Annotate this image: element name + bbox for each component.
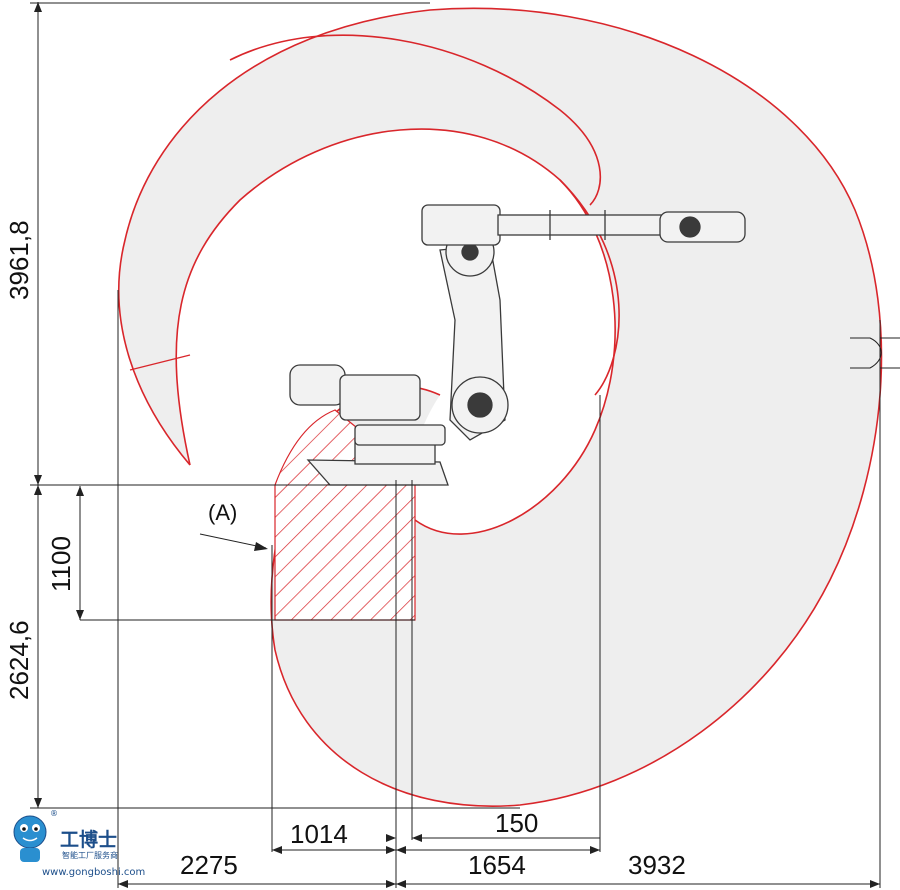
dim-label-1014: 1014 — [290, 819, 348, 849]
area-label-a: (A) — [208, 500, 237, 525]
robot-motor-pack — [289, 364, 346, 406]
envelope-left-chord — [129, 354, 191, 371]
dim-label-150: 150 — [495, 808, 538, 838]
robot-motor-pack-2 — [339, 374, 421, 421]
dim-label-3961-8: 3961,8 — [4, 220, 34, 300]
watermark: ® 工博士 智能工厂服务商 www.gongboshi.com — [13, 809, 145, 878]
dim-label-2275: 2275 — [180, 850, 238, 880]
watermark-brand: 工博士 — [60, 828, 117, 851]
dim-label-3932: 3932 — [628, 850, 686, 880]
robot-drawing — [289, 204, 746, 486]
robot-upper-arm-housing — [421, 204, 501, 246]
dim-label-1654: 1654 — [468, 850, 526, 880]
watermark-registered: ® — [50, 809, 58, 818]
envelope-outer-curve — [118, 7, 883, 807]
dim-label-1100: 1100 — [46, 536, 76, 592]
watermark-url: www.gongboshi.com — [42, 867, 145, 878]
robot-shoulder-joint-inner — [467, 392, 493, 418]
robot-elbow-joint-inner — [461, 243, 479, 261]
leader-line-a — [199, 533, 267, 549]
robot-wrist — [659, 211, 746, 243]
dimension-lines — [30, 2, 900, 888]
watermark-subtitle: 智能工厂服务商 — [62, 850, 118, 860]
watermark-mascot-icon — [13, 815, 47, 862]
dim-label-2624-6: 2624,6 — [4, 620, 34, 700]
envelope-inner-curve — [175, 128, 616, 535]
robot-upper-arm — [497, 214, 664, 236]
robot-wrist-joint — [679, 216, 701, 238]
dimension-arrowheads — [34, 2, 880, 888]
envelope-upper-arc — [229, 34, 602, 206]
tool-flange-symbol — [850, 337, 900, 369]
robot-turntable — [354, 424, 446, 446]
envelope-right-arc — [559, 179, 620, 396]
